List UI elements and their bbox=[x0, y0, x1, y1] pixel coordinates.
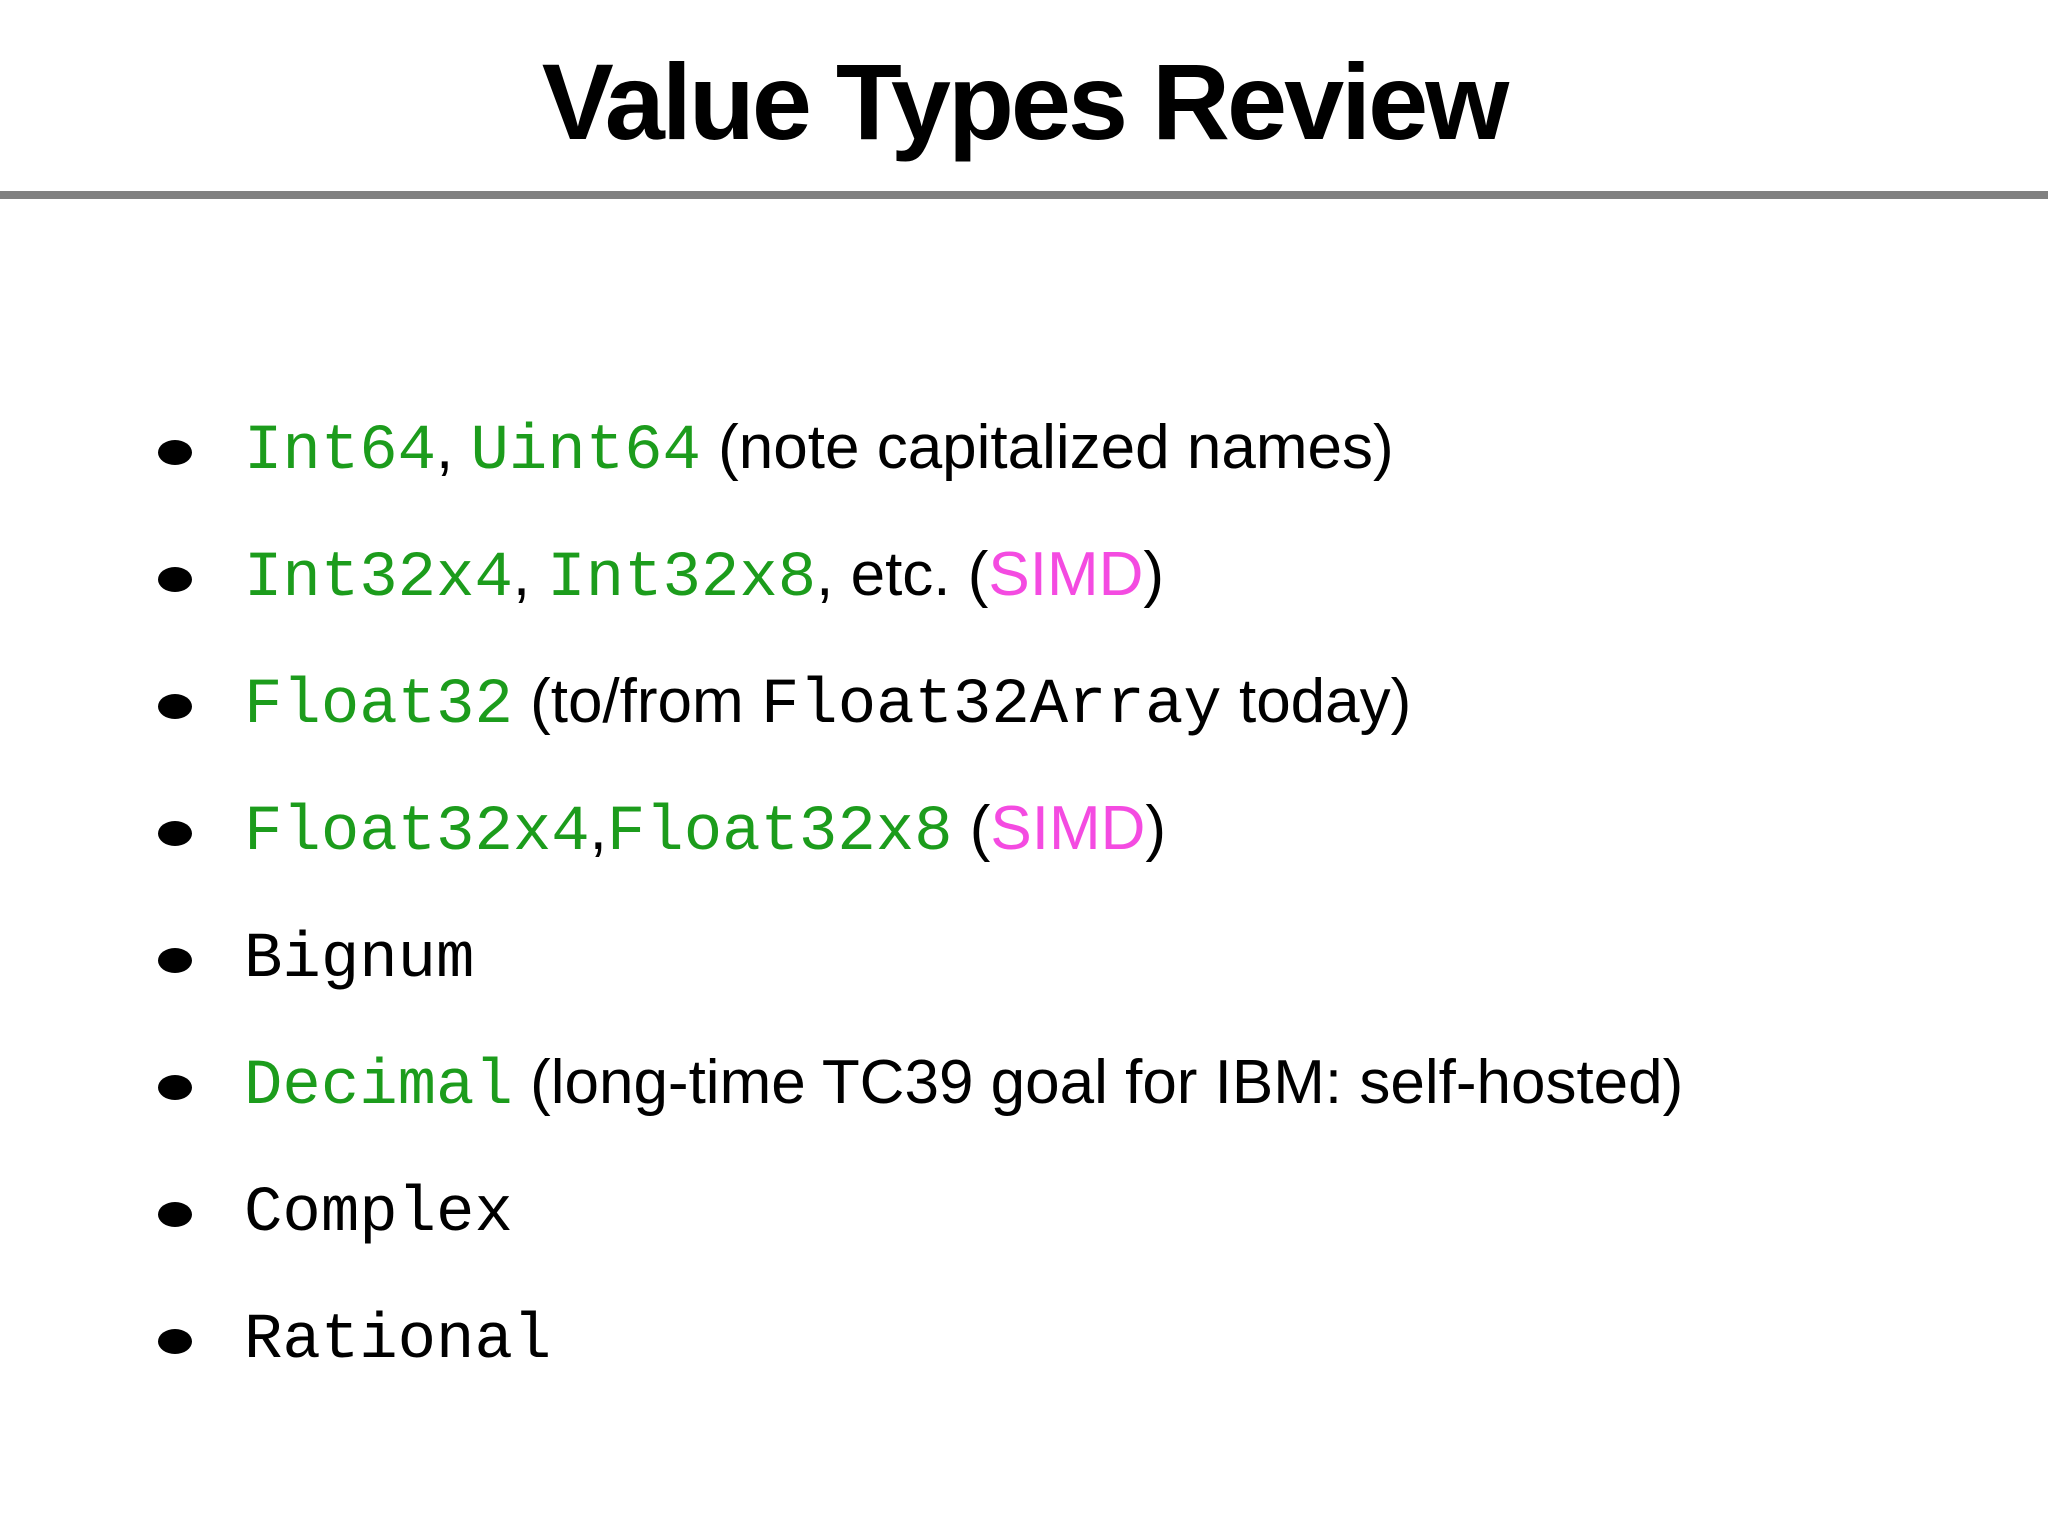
text-segment: (to/from bbox=[512, 667, 761, 736]
text-segment: Bignum bbox=[244, 924, 475, 996]
text-segment: ) bbox=[1143, 540, 1165, 609]
bullet-icon bbox=[158, 694, 192, 719]
bullet-icon bbox=[158, 1202, 192, 1227]
bullet-item: Float32 (to/from Float32Array today) bbox=[158, 641, 2048, 768]
bullet-text: Float32 (to/from Float32Array today) bbox=[244, 671, 1411, 739]
text-segment: today) bbox=[1221, 667, 1412, 736]
text-segment: , etc. ( bbox=[816, 540, 989, 609]
bullet-text: Float32x4,Float32x8 (SIMD) bbox=[244, 798, 1166, 866]
bullet-icon bbox=[158, 948, 192, 973]
text-segment: Rational bbox=[244, 1305, 552, 1377]
text-segment: SIMD bbox=[990, 794, 1146, 863]
bullet-text: Bignum bbox=[244, 925, 474, 992]
bullet-text: Int32x4, Int32x8, etc. (SIMD) bbox=[244, 544, 1164, 612]
text-segment: (long-time TC39 goal for IBM: self-hoste… bbox=[512, 1048, 1684, 1117]
bullet-text: Int64, Uint64 (note capitalized names) bbox=[244, 417, 1394, 485]
bullet-item: Rational bbox=[158, 1276, 2048, 1403]
text-segment: Float32x8 bbox=[606, 797, 953, 869]
bullet-item: Complex bbox=[158, 1149, 2048, 1276]
page-title: Value Types Review bbox=[541, 41, 1510, 162]
bullet-list: Int64, Uint64 (note capitalized names)In… bbox=[0, 387, 2048, 1403]
text-segment: Float32Array bbox=[760, 670, 1222, 742]
bullet-item: Float32x4,Float32x8 (SIMD) bbox=[158, 768, 2048, 895]
text-segment: Uint64 bbox=[470, 416, 701, 488]
title-divider bbox=[0, 191, 2048, 199]
bullet-item: Bignum bbox=[158, 895, 2048, 1022]
text-segment: Float32x4 bbox=[244, 797, 590, 869]
text-segment: ) bbox=[1145, 794, 1167, 863]
text-segment: , bbox=[436, 413, 471, 482]
bullet-icon bbox=[158, 440, 192, 465]
text-segment: Complex bbox=[244, 1178, 513, 1250]
text-segment: Int32x4 bbox=[244, 543, 513, 615]
text-segment: SIMD bbox=[988, 540, 1144, 609]
text-segment: (note capitalized names) bbox=[700, 413, 1394, 482]
bullet-item: Decimal (long-time TC39 goal for IBM: se… bbox=[158, 1022, 2048, 1149]
text-segment: Int64 bbox=[244, 416, 437, 488]
bullet-text: Rational bbox=[244, 1306, 551, 1373]
bullet-item: Int64, Uint64 (note capitalized names) bbox=[158, 387, 2048, 514]
bullet-text: Complex bbox=[244, 1179, 513, 1246]
text-segment: Float32 bbox=[244, 670, 513, 742]
bullet-icon bbox=[158, 1329, 192, 1354]
text-segment: , bbox=[589, 794, 607, 863]
text-segment: Decimal bbox=[244, 1051, 513, 1123]
bullet-icon bbox=[158, 567, 192, 592]
bullet-icon bbox=[158, 821, 192, 846]
bullet-item: Int32x4, Int32x8, etc. (SIMD) bbox=[158, 514, 2048, 641]
text-segment: , bbox=[512, 540, 548, 609]
text-segment: Int32x8 bbox=[547, 543, 817, 615]
text-segment: ( bbox=[952, 794, 991, 863]
bullet-text: Decimal (long-time TC39 goal for IBM: se… bbox=[244, 1052, 1683, 1120]
bullet-icon bbox=[158, 1075, 192, 1100]
